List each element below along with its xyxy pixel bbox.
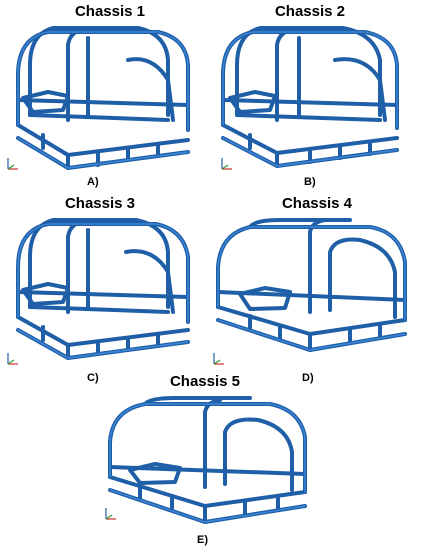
panel-label-d: D) — [302, 372, 314, 384]
axis-triad-icon — [7, 158, 18, 170]
chassis-4-frame — [216, 218, 407, 352]
panel-title-chassis-2: Chassis 2 — [274, 3, 346, 20]
panel-title-chassis-3: Chassis 3 — [64, 195, 136, 212]
chassis-2-frame — [221, 26, 399, 168]
axis-triad-icon — [105, 508, 116, 520]
panel-label-b: B) — [304, 176, 316, 188]
chassis-1-frame — [16, 26, 190, 170]
axis-triad-icon — [7, 353, 18, 365]
panel-title-chassis-5: Chassis 5 — [169, 373, 241, 390]
panel-label-a: A) — [87, 176, 99, 188]
panel-label-c: C) — [87, 372, 99, 384]
chassis-3-frame — [16, 218, 190, 360]
panel-title-chassis-4: Chassis 4 — [281, 195, 353, 212]
axis-triad-icon — [221, 158, 232, 170]
chassis-5-frame — [108, 396, 307, 524]
panel-title-chassis-1: Chassis 1 — [74, 3, 146, 20]
panel-label-e: E) — [197, 534, 208, 546]
axis-triad-icon — [213, 353, 224, 365]
